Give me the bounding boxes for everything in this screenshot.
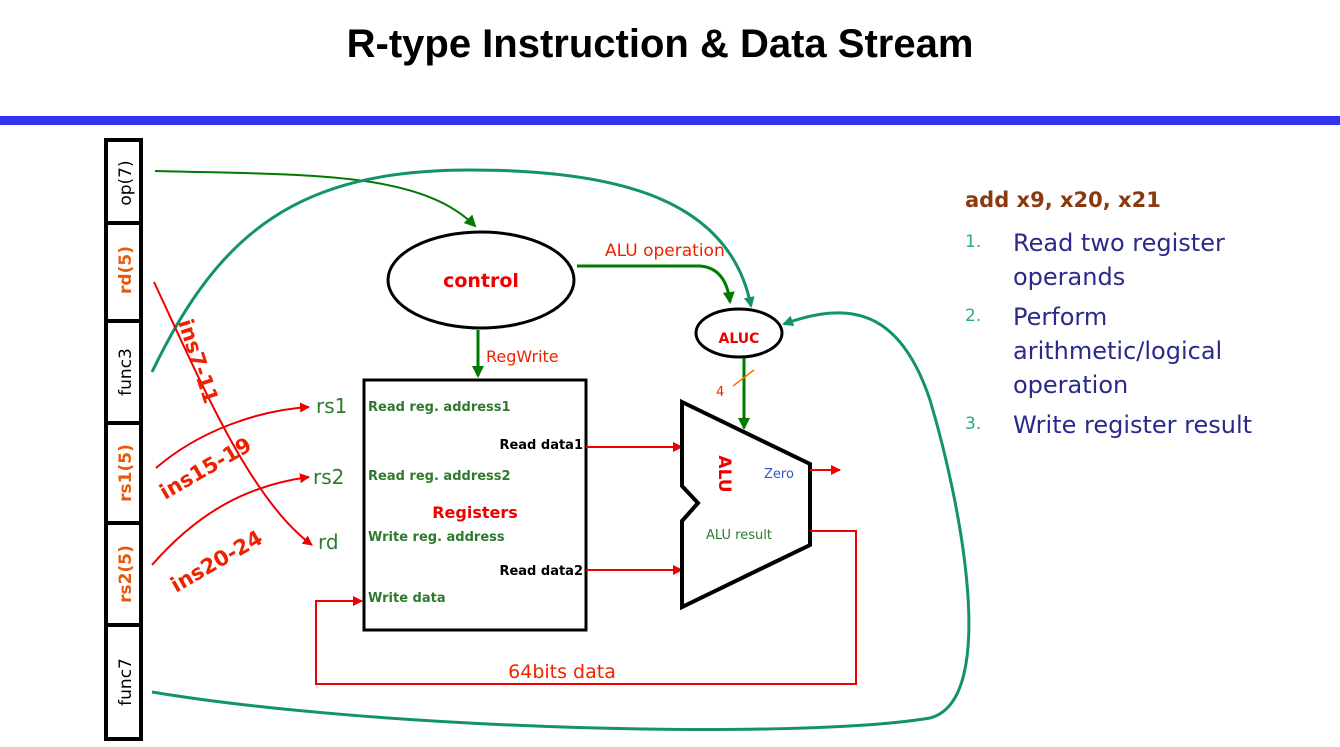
field-label-op: op(7) — [116, 160, 136, 205]
title-divider — [0, 116, 1340, 125]
rs2-wire — [151, 473, 310, 566]
regwrite-label: RegWrite — [486, 347, 559, 366]
control-unit — [386, 230, 576, 330]
list-item: 1. Read two register operands — [965, 226, 1325, 294]
step-text: Perform arithmetic/logical operation — [1013, 303, 1223, 399]
aluc-unit — [694, 307, 784, 359]
alu-operation-wire — [577, 264, 735, 304]
reg-port-read-addr1: Read reg. address1 — [368, 400, 511, 415]
bit-range-rs1: ins15-19 — [156, 433, 256, 505]
bit-range-rd: ins7-11 — [173, 316, 223, 406]
rs1-wire — [155, 402, 310, 469]
field-label-func7: func7 — [116, 658, 136, 706]
field-func7 — [104, 623, 143, 741]
field-label-rs1: rs1(5) — [116, 444, 136, 502]
instruction-fields: op(7) rd(5) func3 rs1(5) rs2(5) func7 — [104, 138, 143, 741]
reg-port-read-data2: Read data2 — [499, 564, 583, 579]
writeback-bus-label: 64bits data — [508, 661, 616, 683]
step-number: 3. — [965, 414, 982, 434]
alu-operation-label: ALU operation — [605, 241, 725, 261]
instruction-notes: add x9, x20, x21 1. Read two register op… — [965, 188, 1325, 448]
step-number: 2. — [965, 306, 982, 326]
step-text: Read two register operands — [1013, 229, 1225, 291]
alu-label: ALU — [714, 455, 734, 492]
control-label: control — [443, 270, 519, 292]
aluc-width-label: 4 — [716, 385, 724, 400]
field-label-rs2: rs2(5) — [116, 545, 136, 603]
step-number: 1. — [965, 232, 982, 252]
reg-port-read-data1: Read data1 — [499, 438, 583, 453]
registers-title: Registers — [432, 503, 518, 522]
aluc-label: ALUC — [719, 331, 760, 347]
field-label-rd: rd(5) — [116, 246, 136, 294]
step-text: Write register result — [1013, 411, 1253, 439]
instruction-example: add x9, x20, x21 — [965, 188, 1161, 212]
func3-to-aluc-wire — [150, 168, 755, 373]
reg-port-write-addr: Write reg. address — [368, 530, 505, 545]
alu-zero-label: Zero — [764, 467, 794, 482]
rd-wire — [153, 281, 313, 546]
alu-unit — [680, 398, 812, 611]
writeback-bus — [315, 530, 857, 685]
func7-to-aluc-wire — [151, 311, 971, 732]
op-to-control-wire — [154, 170, 477, 228]
reg-input-rd: rd — [318, 530, 339, 554]
reg-input-rs1: rs1 — [316, 394, 347, 418]
alu-result-label: ALU result — [706, 528, 772, 543]
list-item: 2. Perform arithmetic/logical operation — [965, 300, 1325, 402]
list-item: 3. Write register result — [965, 408, 1325, 442]
bus-width-tick — [732, 369, 755, 387]
field-op — [104, 138, 143, 225]
reg-port-write-data: Write data — [368, 591, 446, 606]
page-title: R-type Instruction & Data Stream — [346, 22, 974, 66]
field-label-func3: func3 — [116, 348, 136, 396]
reg-port-read-addr2: Read reg. address2 — [368, 469, 511, 484]
reg-input-rs2: rs2 — [313, 465, 344, 489]
steps-list: 1. Read two register operands 2. Perform… — [965, 226, 1325, 442]
register-file — [362, 378, 588, 632]
